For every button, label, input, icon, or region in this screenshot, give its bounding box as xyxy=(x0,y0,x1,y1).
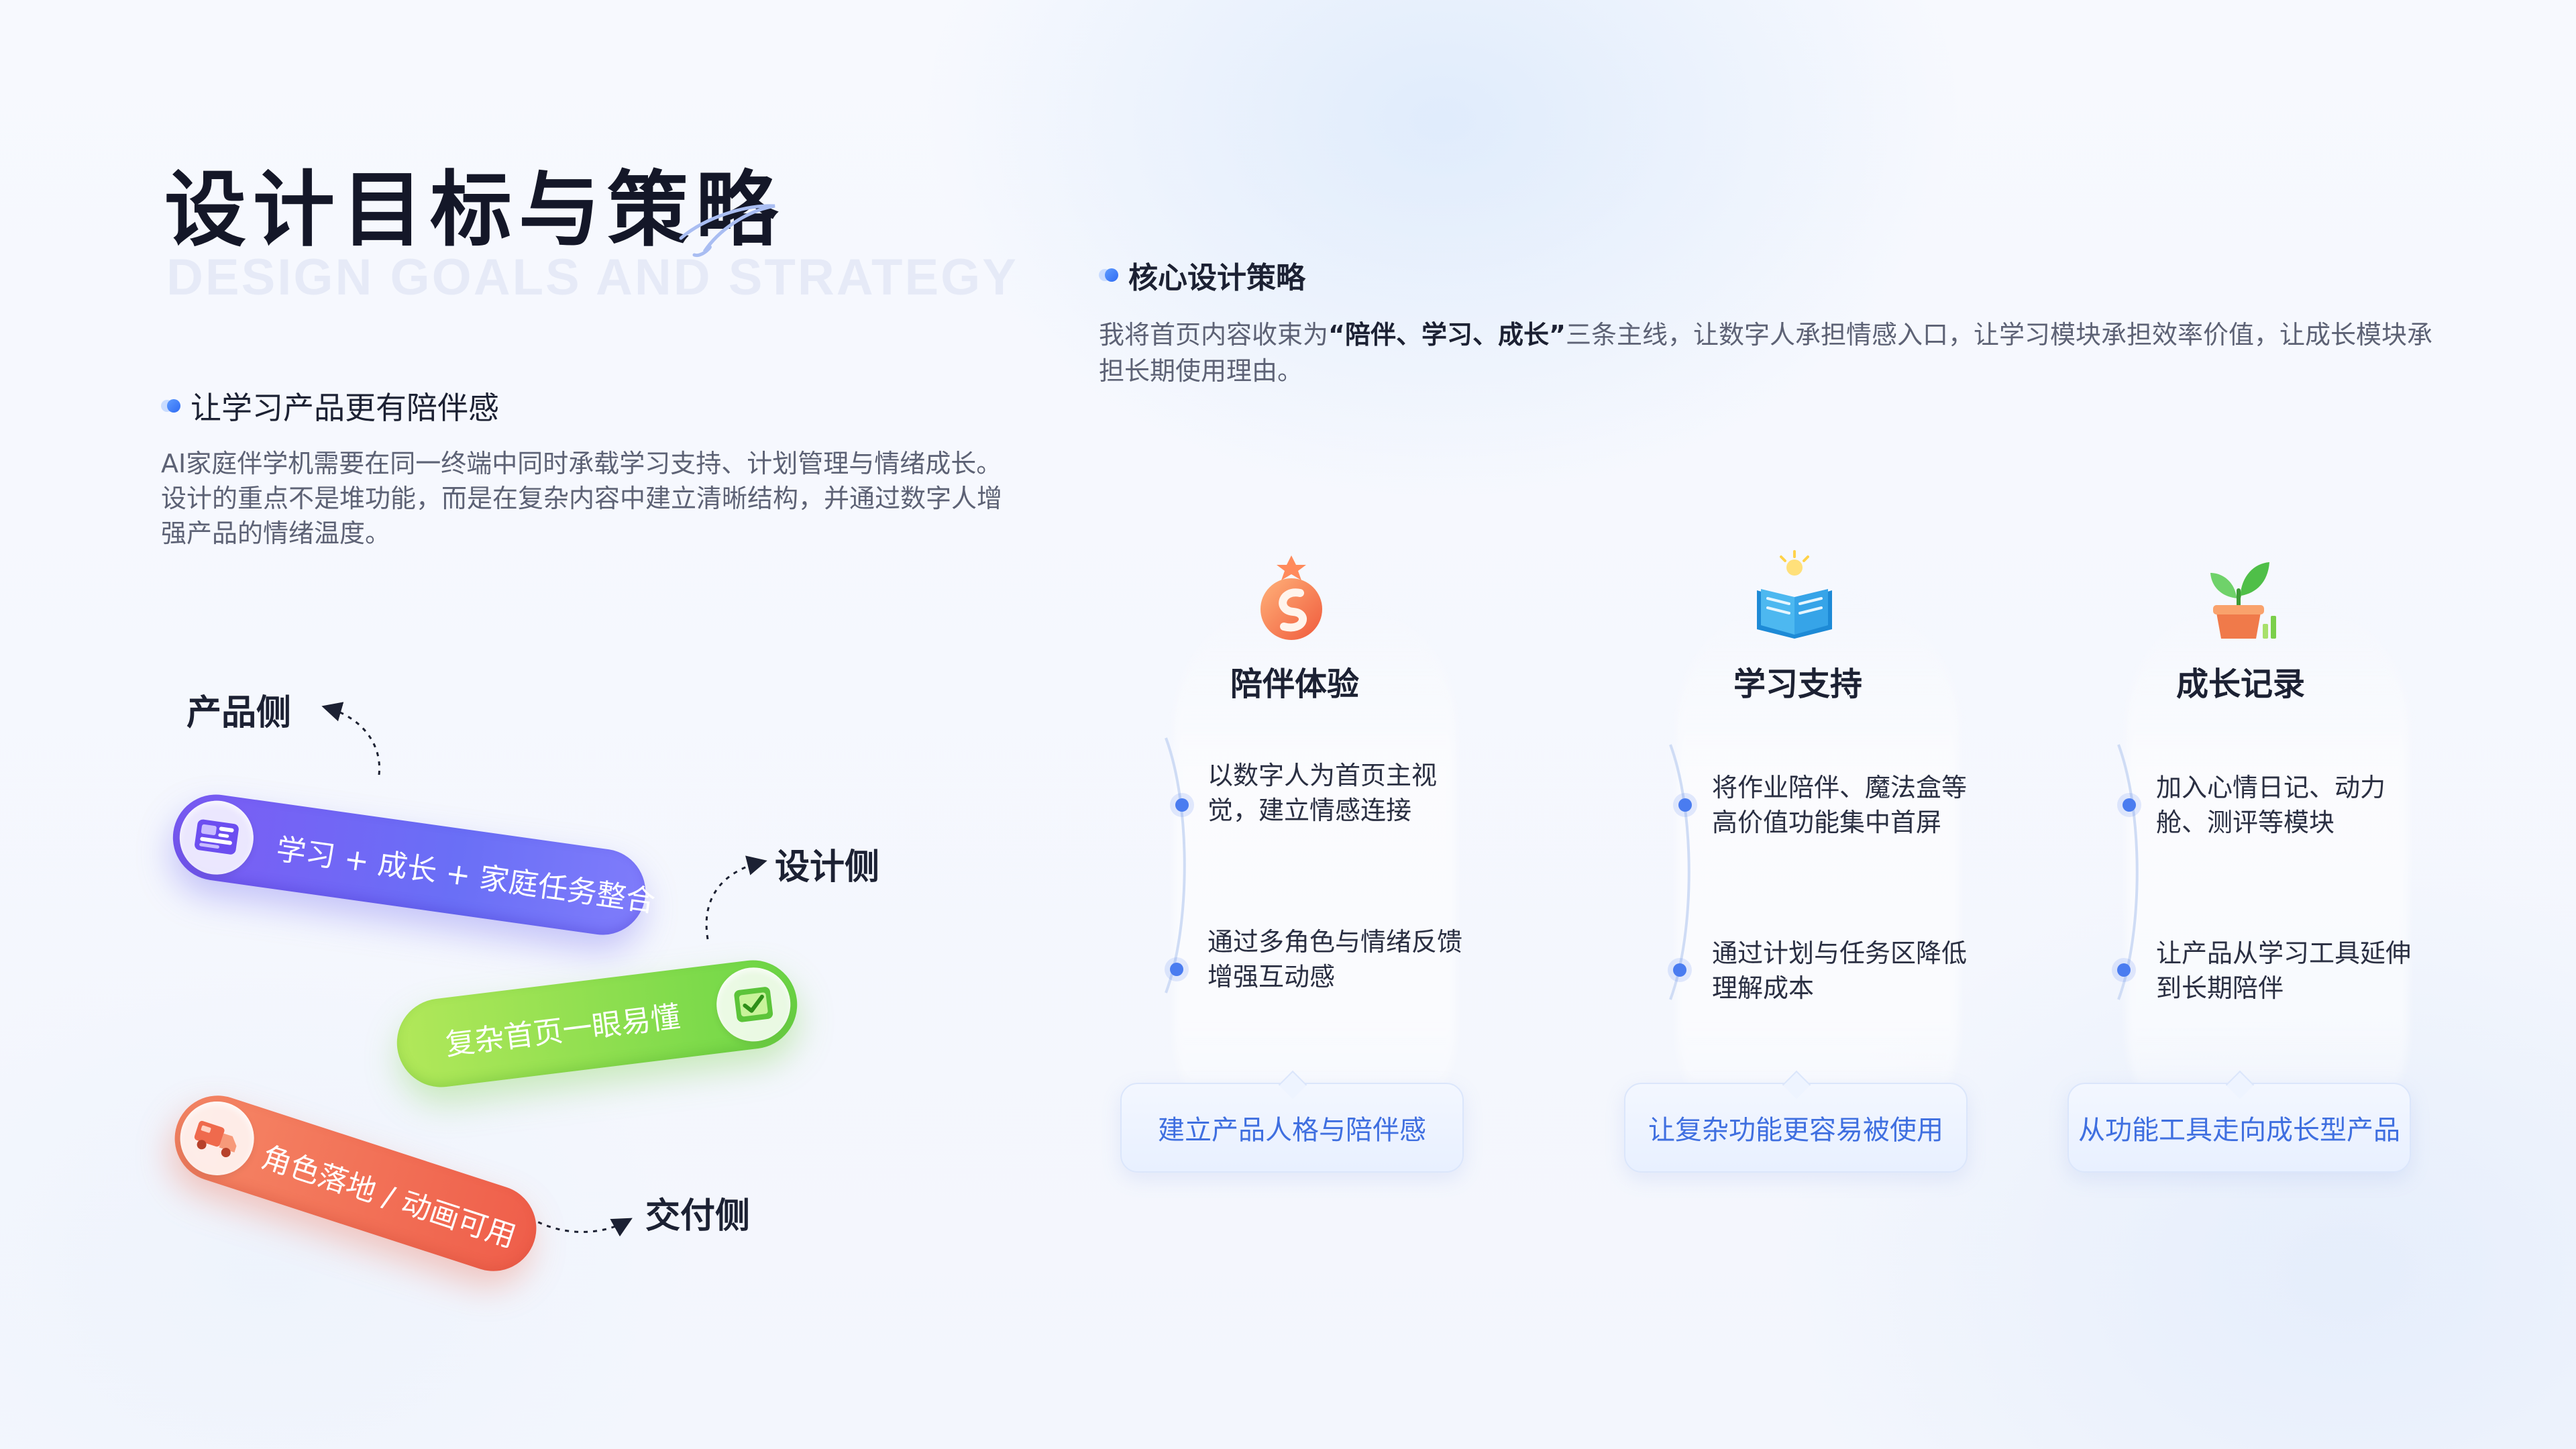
column-item: 通过多角色与情绪反馈增强互动感 xyxy=(1208,927,1463,991)
column-tag-growth: 从功能工具走向成长型产品 xyxy=(2068,1083,2411,1173)
column-item: 以数字人为首页主视觉，建立情感连接 xyxy=(1208,761,1438,825)
column-glow xyxy=(2127,590,2408,1167)
label-product-side: 产品侧 xyxy=(186,692,292,733)
column-title-companion: 陪伴体验 xyxy=(1230,665,1359,703)
dashboard-icon xyxy=(174,796,258,879)
column-item: 让产品从学习工具延伸到长期陪伴 xyxy=(2156,938,2412,1003)
pill-role-landing: 角色落地 / 动画可用 xyxy=(163,1084,548,1283)
right-body-bold: “陪伴、学习、成长” xyxy=(1328,320,1566,350)
label-design-side: 设计侧 xyxy=(775,847,880,888)
column-bullet-dot xyxy=(2123,798,2136,812)
checklist-icon xyxy=(712,963,795,1046)
plant-growth-icon xyxy=(2177,550,2304,644)
diagram-connectors xyxy=(321,702,767,1237)
pill-clear-homepage: 复杂首页一眼易懂 xyxy=(392,955,802,1093)
arrow-to-design xyxy=(705,855,767,940)
right-body-suffix: 三条主线，让数字人承担情感入口，让学习模块承担效率价值，让成长模块承担长期使用理… xyxy=(1099,320,2432,386)
column-bullet-dot xyxy=(1175,798,1189,812)
column-glow xyxy=(1174,590,1456,1167)
left-section-heading: 让学习产品更有陪伴感 xyxy=(161,384,499,428)
right-section-heading: 核心设计策略 xyxy=(1099,254,1305,297)
right-section-body: 我将首页内容收束为“陪伴、学习、成长”三条主线，让数字人承担情感入口，让学习模块… xyxy=(1099,317,2440,389)
label-deliver-side: 交付侧 xyxy=(645,1195,751,1236)
column-bullet-dot xyxy=(1170,963,1183,976)
column-bullet-dot xyxy=(2117,963,2131,977)
swoosh-decoration-icon xyxy=(679,204,775,257)
column-title-learning: 学习支持 xyxy=(1733,665,1862,703)
column-bullet-dot xyxy=(1673,963,1686,977)
column-item: 通过计划与任务区降低理解成本 xyxy=(1712,938,1968,1003)
column-tag-learning: 让复杂功能更容易被使用 xyxy=(1624,1083,1968,1173)
column-bullet-dot xyxy=(1678,798,1692,812)
column-tag-companion: 建立产品人格与陪伴感 xyxy=(1120,1083,1464,1173)
left-section-body: AI家庭伴学机需要在同一终端中同时承载学习支持、计划管理与情绪成长。设计的重点不… xyxy=(161,449,1003,548)
arrow-to-deliver xyxy=(529,1216,633,1237)
truck-icon xyxy=(170,1091,264,1185)
left-section-heading-text: 让学习产品更有陪伴感 xyxy=(191,390,499,426)
right-section-heading-text: 核心设计策略 xyxy=(1128,261,1305,295)
bullet-dot-icon xyxy=(161,398,181,413)
right-body-prefix: 我将首页内容收束为 xyxy=(1099,320,1329,350)
book-icon xyxy=(1731,550,1858,644)
page-subtitle-en: DESIGN GOALS AND STRATEGY xyxy=(166,249,1018,306)
pill-integration: 学习 + 成长 + 家庭任务整合 xyxy=(167,789,657,941)
column-title-growth: 成长记录 xyxy=(2176,665,2305,703)
column-glow xyxy=(1677,590,1959,1167)
bullet-dot-icon xyxy=(1099,268,1119,282)
companion-icon xyxy=(1228,550,1355,644)
arrow-to-product xyxy=(321,702,381,775)
page-title: 设计目标与策略 xyxy=(164,162,784,258)
pill-clear-homepage-text: 复杂首页一眼易懂 xyxy=(443,1000,682,1063)
column-item: 加入心情日记、动力舱、测评等模块 xyxy=(2156,773,2386,837)
column-item: 将作业陪伴、魔法盒等高价值功能集中首屏 xyxy=(1712,773,1968,837)
